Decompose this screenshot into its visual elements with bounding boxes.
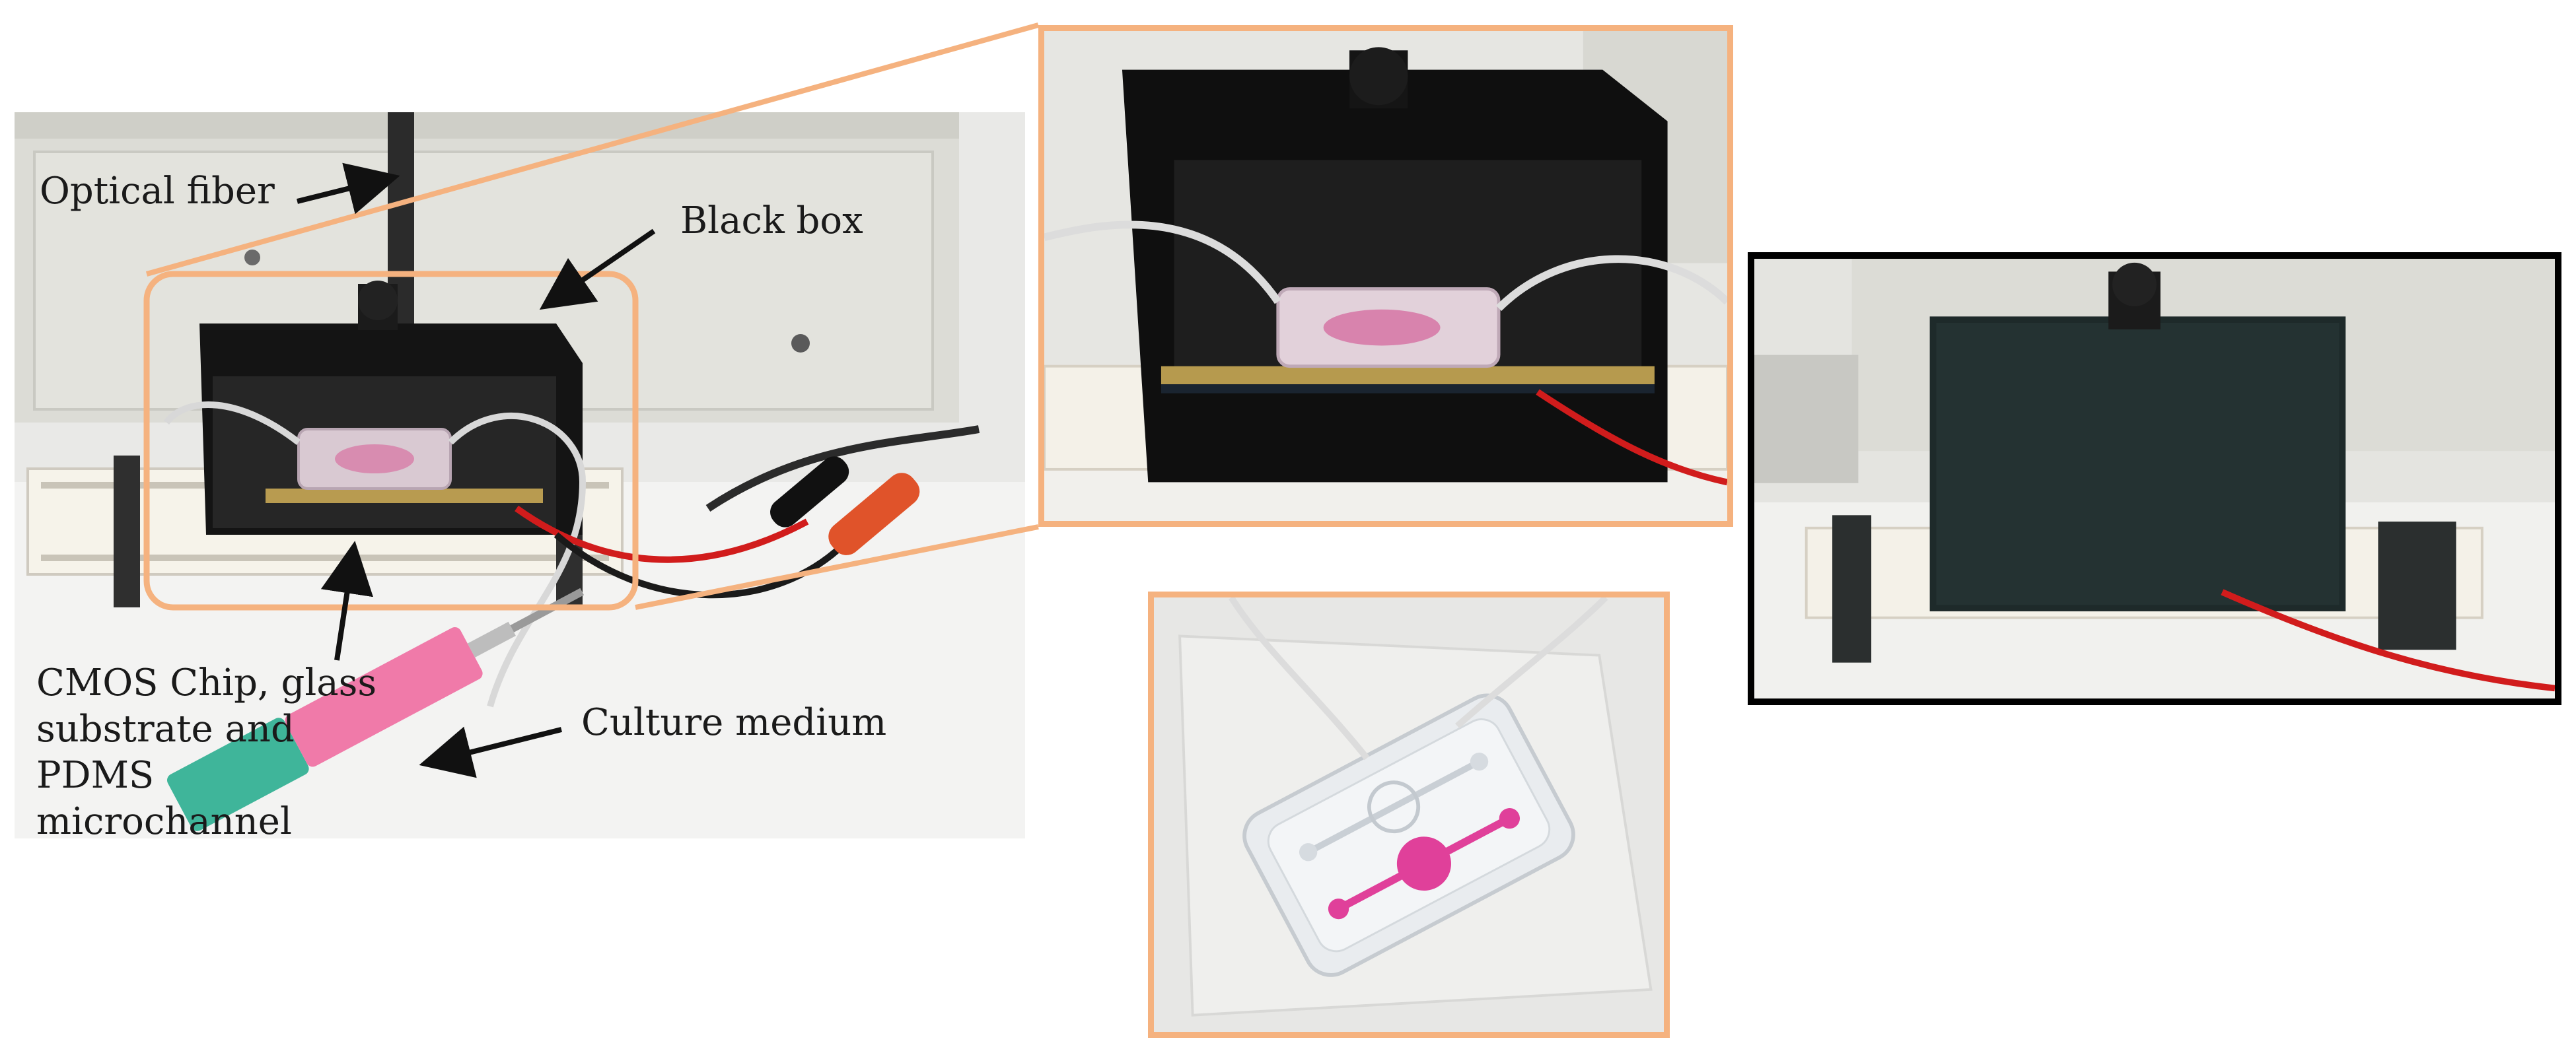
optical-fiber-label: Optical fiber	[40, 170, 275, 213]
black-box-label: Black box	[680, 199, 863, 242]
microchannel-photo	[1148, 592, 1670, 1038]
cmos-chip-label: CMOS Chip, glass substrate and PDMS micr…	[36, 662, 377, 843]
zoomed-box-photo	[1038, 25, 1733, 527]
closed-box-photo	[1748, 252, 2561, 705]
culture-medium-label: Culture medium	[581, 701, 887, 744]
